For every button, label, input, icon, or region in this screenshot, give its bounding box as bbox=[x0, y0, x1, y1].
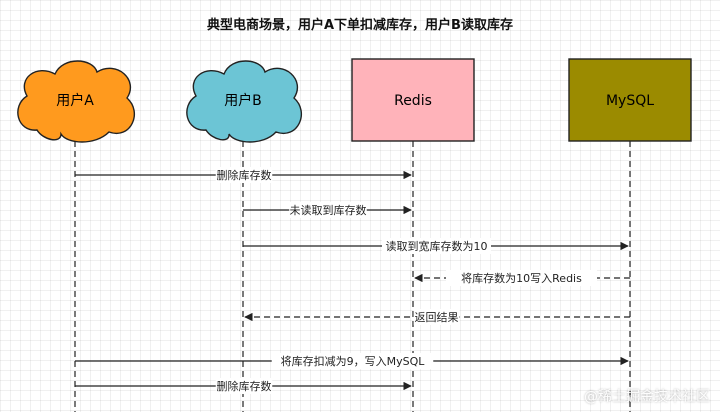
message-3-label: 读取到宽库存数为10 bbox=[386, 239, 488, 253]
message-5: 返回结果 bbox=[244, 309, 630, 325]
diagram-title: 典型电商场景，用户A下单扣减库存，用户B读取库存 bbox=[207, 18, 513, 33]
message-7-label-bg bbox=[215, 378, 273, 394]
message-6-label-bg bbox=[271, 353, 434, 369]
message-7-label: 删除库存数 bbox=[217, 379, 272, 393]
watermark: @稀土掘金技术社区 bbox=[584, 389, 710, 405]
actor-redis-box bbox=[351, 58, 475, 142]
message-3: 读取到宽库存数为10 bbox=[243, 238, 629, 254]
message-4: 将库存数为10写入Redis bbox=[414, 270, 630, 286]
actor-mysql: MySQL bbox=[568, 58, 692, 142]
message-1: 删除库存数 bbox=[75, 167, 412, 183]
actor-mysql-label: MySQL bbox=[606, 93, 654, 109]
message-6: 将库存扣减为9，写入MySQL bbox=[75, 353, 629, 369]
message-5-label: 返回结果 bbox=[415, 311, 459, 324]
message-5-label-bg bbox=[413, 309, 460, 325]
message-4-label: 将库存数为10写入Redis bbox=[461, 271, 582, 285]
message-2-label-bg bbox=[289, 202, 367, 218]
actor-redis-label: Redis bbox=[394, 93, 432, 109]
message-2: 未读取到库存数 bbox=[243, 202, 412, 218]
actor-mysql-box bbox=[568, 58, 692, 142]
actor-b: 用户B bbox=[186, 60, 303, 143]
message-6-label: 将库存扣减为9，写入MySQL bbox=[281, 354, 426, 368]
actor-b-cloud bbox=[186, 60, 303, 143]
message-1-label-bg bbox=[215, 167, 273, 183]
actor-a-label: 用户A bbox=[56, 92, 94, 109]
actor-b-label: 用户B bbox=[224, 92, 262, 109]
actor-redis: Redis bbox=[351, 58, 475, 142]
actor-a-cloud bbox=[17, 60, 136, 143]
message-4-label-bg bbox=[446, 270, 597, 286]
actor-a: 用户A bbox=[17, 60, 136, 143]
message-7: 删除库存数 bbox=[75, 378, 412, 394]
message-2-label: 未读取到库存数 bbox=[290, 203, 367, 217]
message-3-label-bg bbox=[382, 238, 491, 254]
message-1-label: 删除库存数 bbox=[217, 168, 272, 182]
